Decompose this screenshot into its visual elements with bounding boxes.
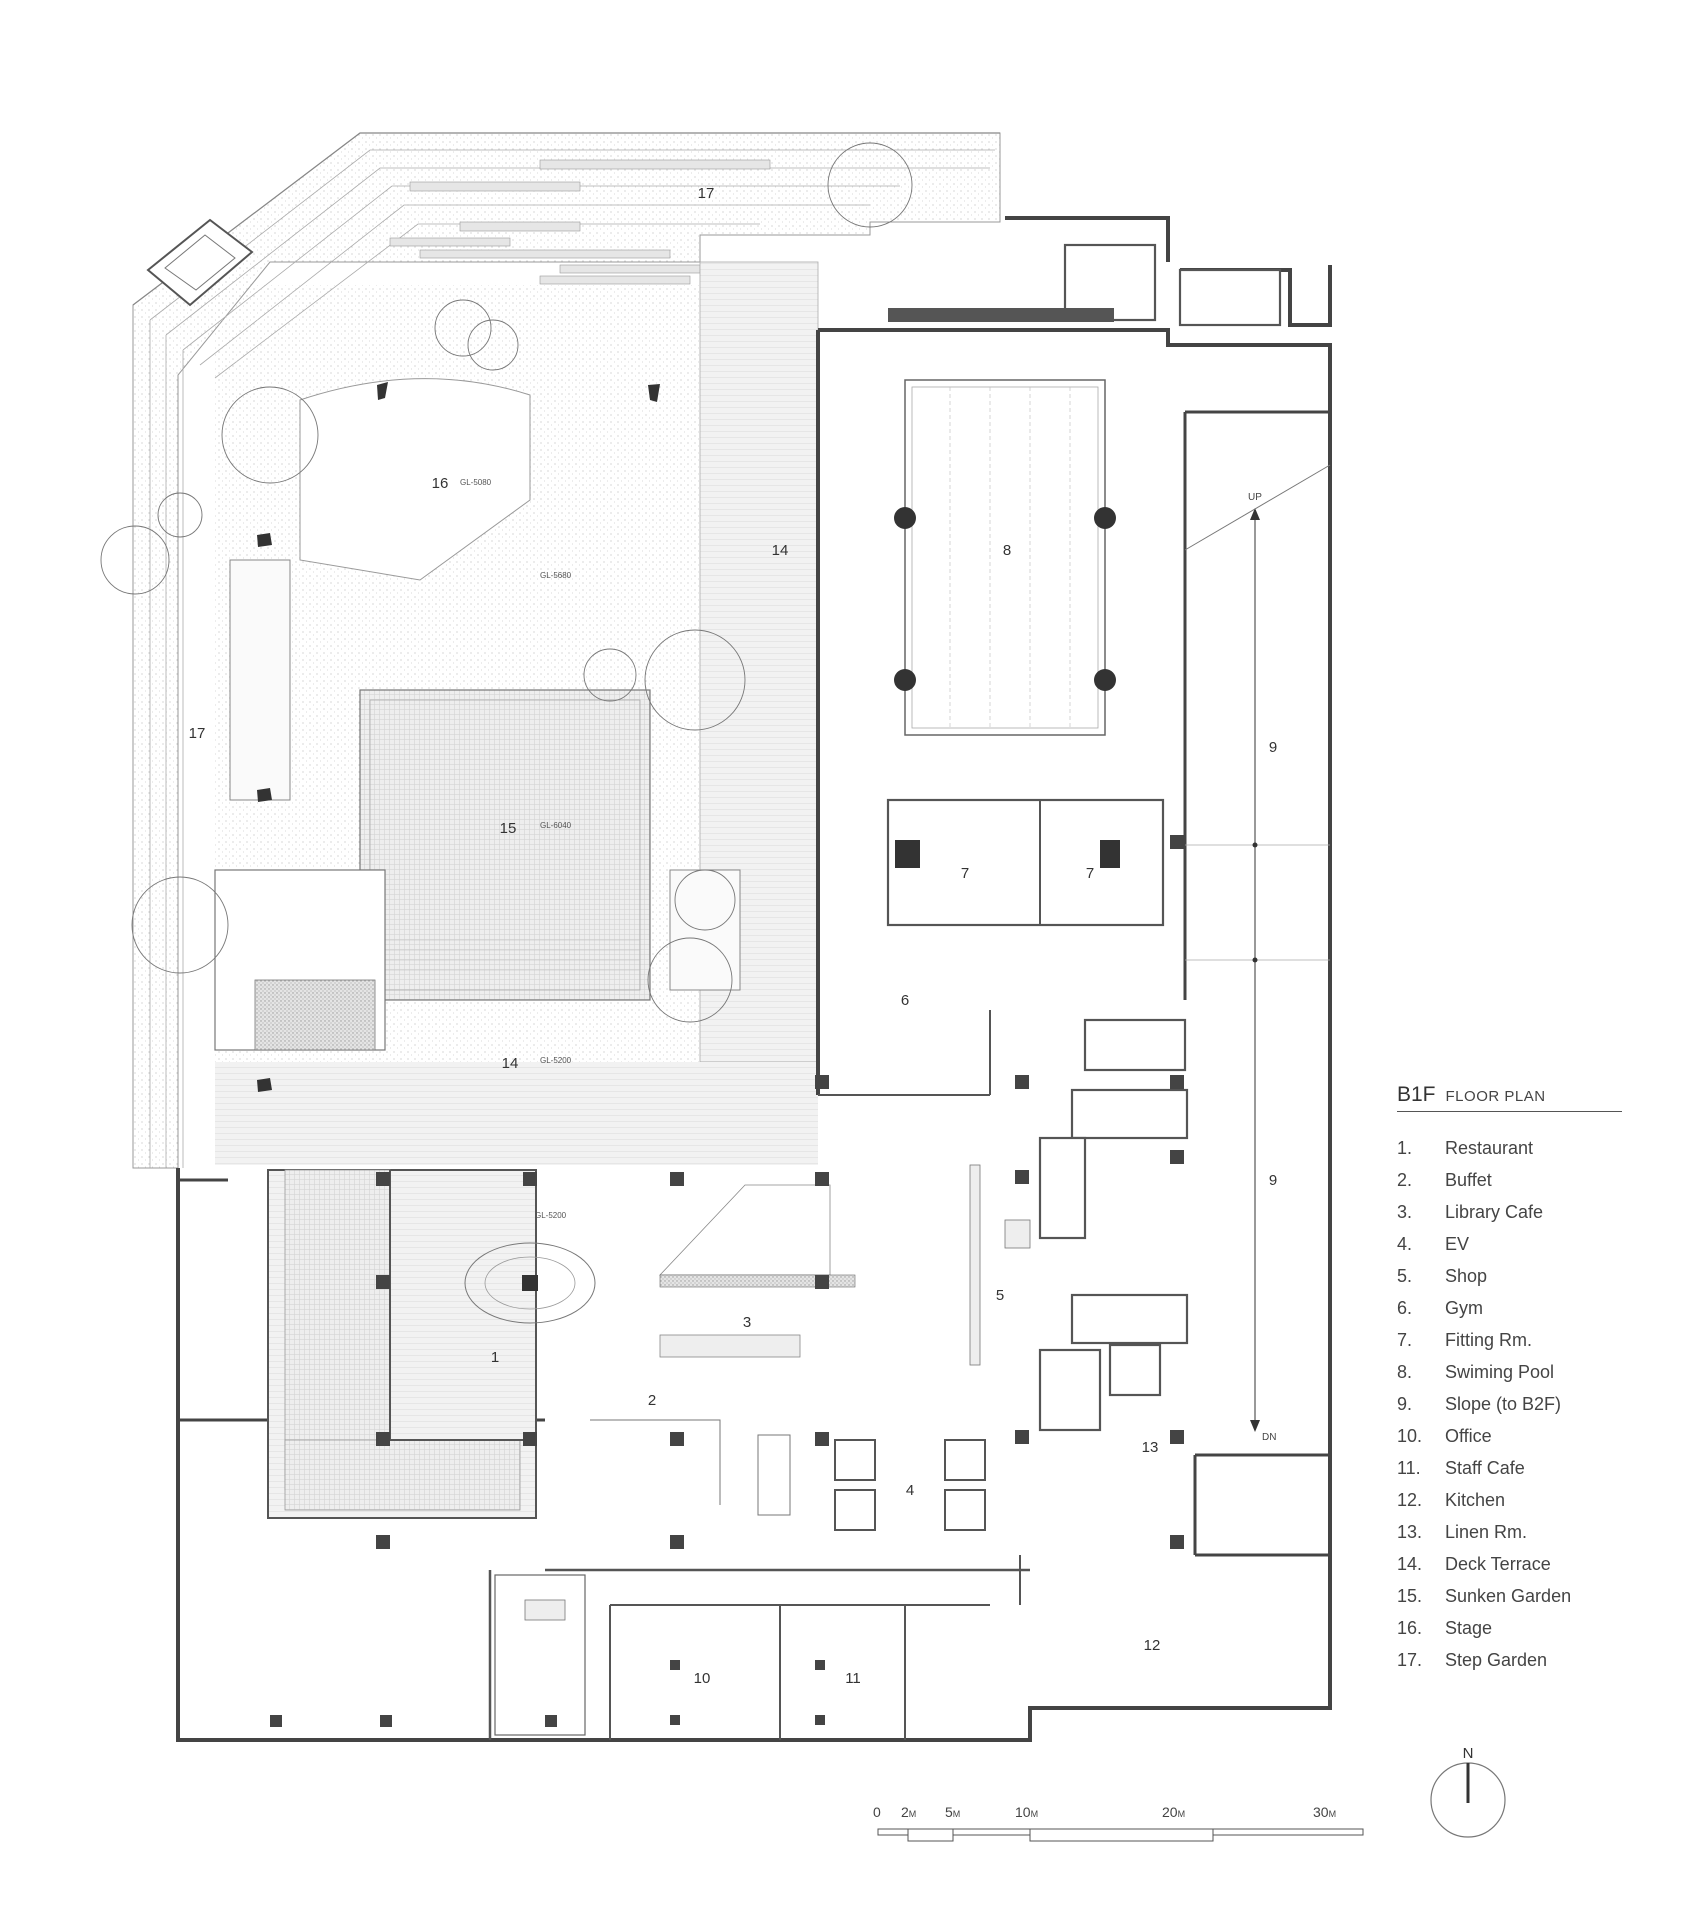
- room-label-12: 12: [1144, 1637, 1161, 1654]
- legend-number: 10.: [1397, 1425, 1423, 1446]
- interior: 1 2 3 4 5 6 7 7 8 9 9 10 11 12 13 GL-520…: [267, 243, 1282, 1740]
- legend-number: 13.: [1397, 1521, 1423, 1542]
- legend-item: 17. Step Garden: [1397, 1644, 1627, 1676]
- legend-item: 9. Slope (to B2F): [1397, 1388, 1627, 1420]
- legend-name: EV: [1445, 1233, 1470, 1254]
- legend-item: 1. Restaurant: [1397, 1132, 1627, 1164]
- legend-name: Gym: [1445, 1297, 1483, 1318]
- legend-number: 6.: [1397, 1297, 1413, 1318]
- room-label-14b: 14: [502, 1055, 519, 1072]
- legend-item: 4. EV: [1397, 1228, 1627, 1260]
- level-mark-deck: GL-5200: [540, 1056, 572, 1065]
- legend-item: 6. Gym: [1397, 1292, 1627, 1324]
- legend-name: Kitchen: [1445, 1489, 1506, 1510]
- room-label-15: 15: [500, 820, 517, 837]
- legend-item: 16. Stage: [1397, 1612, 1627, 1644]
- room-label-7a: 7: [961, 865, 969, 882]
- garden-area: GL-5080 GL-5680 GL-6040 GL-5200 16 15 14…: [100, 142, 913, 1165]
- legend-item: 13. Linen Rm.: [1397, 1516, 1627, 1548]
- room-label-1: 1: [491, 1349, 499, 1366]
- slope-ramp: UP DN: [1184, 464, 1331, 1443]
- legend-name: Restaurant: [1445, 1137, 1534, 1158]
- legend-number: 9.: [1397, 1393, 1413, 1414]
- legend: B1F FLOOR PLAN 1. Restaurant 2. Buffet 3. Lib…: [1397, 1083, 1627, 1676]
- legend-number: 12.: [1397, 1489, 1423, 1510]
- legend-name: Library Cafe: [1445, 1201, 1544, 1222]
- legend-item: 8. Swiming Pool: [1397, 1356, 1627, 1388]
- scale-30: 30M: [1313, 1804, 1336, 1820]
- legend-number: 15.: [1397, 1585, 1423, 1606]
- level-mark-sunken: GL-6040: [540, 821, 572, 830]
- legend-name: Step Garden: [1445, 1649, 1548, 1670]
- legend-name: Staff Cafe: [1445, 1457, 1525, 1478]
- legend-item: 14. Deck Terrace: [1397, 1548, 1627, 1580]
- legend-item: 3. Library Cafe: [1397, 1196, 1627, 1228]
- legend-number: 8.: [1397, 1361, 1413, 1382]
- legend-number: 1.: [1397, 1137, 1413, 1158]
- room-label-9b: 9: [1269, 1172, 1277, 1189]
- legend-name: Buffet: [1445, 1169, 1492, 1190]
- slope-dn-label: DN: [1262, 1432, 1276, 1443]
- room-label-14a: 14: [772, 542, 789, 559]
- scale-20: 20M: [1162, 1804, 1185, 1820]
- scale-10: 10M: [1015, 1804, 1038, 1820]
- legend-number: 3.: [1397, 1201, 1413, 1222]
- legend-number: 7.: [1397, 1329, 1413, 1350]
- level-mark-restaurant: GL-5200: [535, 1211, 567, 1220]
- room-label-4: 4: [906, 1482, 914, 1499]
- legend-number: 11.: [1397, 1457, 1421, 1478]
- legend-number: 2.: [1397, 1169, 1413, 1190]
- legend-number: 5.: [1397, 1265, 1413, 1286]
- legend-number: 4.: [1397, 1233, 1413, 1254]
- legend-title: B1F FLOOR PLAN: [1397, 1083, 1622, 1112]
- north-label: N: [1462, 1745, 1474, 1762]
- room-label-16: 16: [432, 475, 449, 492]
- legend-name: Fitting Rm.: [1445, 1329, 1533, 1350]
- legend-name: Slope (to B2F): [1445, 1393, 1562, 1414]
- legend-item: 2. Buffet: [1397, 1164, 1627, 1196]
- room-label-8: 8: [1003, 542, 1011, 559]
- legend-number: 17.: [1397, 1649, 1423, 1670]
- legend-list: 1. Restaurant 2. Buffet 3. Library Cafe 4. EV 5.…: [1397, 1132, 1627, 1676]
- room-label-7b: 7: [1086, 865, 1094, 882]
- legend-number: 14.: [1397, 1553, 1423, 1574]
- legend-item: 10. Office: [1397, 1420, 1627, 1452]
- legend-item: 7. Fitting Rm.: [1397, 1324, 1627, 1356]
- legend-item: 15. Sunken Garden: [1397, 1580, 1627, 1612]
- scale-0: 0: [873, 1804, 881, 1820]
- room-label-10: 10: [694, 1670, 711, 1687]
- room-label-2: 2: [648, 1392, 656, 1409]
- room-label-9a: 9: [1269, 739, 1277, 756]
- room-label-3: 3: [743, 1314, 751, 1331]
- north-label-box: N: [1428, 1745, 1508, 1845]
- room-label-13: 13: [1142, 1439, 1159, 1456]
- level-mark-garden: GL-5680: [540, 571, 572, 580]
- slope-up-label: UP: [1248, 492, 1262, 503]
- scale-2: 2M: [901, 1804, 916, 1820]
- room-label-17b: 17: [189, 725, 206, 742]
- legend-name: Swiming Pool: [1445, 1361, 1555, 1382]
- legend-name: Stage: [1445, 1617, 1493, 1638]
- room-label-17a: 17: [698, 185, 715, 202]
- legend-item: 12. Kitchen: [1397, 1484, 1627, 1516]
- room-label-11: 11: [845, 1670, 861, 1687]
- scale-5: 5M: [945, 1804, 960, 1820]
- legend-item: 5. Shop: [1397, 1260, 1627, 1292]
- legend-name: Shop: [1445, 1265, 1488, 1286]
- legend-number: 16.: [1397, 1617, 1423, 1638]
- legend-name: Office: [1445, 1425, 1492, 1446]
- legend-item: 11. Staff Cafe: [1397, 1452, 1627, 1484]
- legend-name: Deck Terrace: [1445, 1553, 1551, 1574]
- north-arrow-icon: [1430, 1762, 1506, 1838]
- plan-title: B1F: [1397, 1083, 1436, 1106]
- legend-name: Sunken Garden: [1445, 1585, 1572, 1606]
- level-mark-stage: GL-5080: [460, 478, 492, 487]
- legend-name: Linen Rm.: [1445, 1521, 1528, 1542]
- room-label-5: 5: [996, 1287, 1004, 1304]
- scale-bar: 0 2M 5M 10M 20M 30M: [873, 1804, 1364, 1842]
- building-walls: [176, 216, 1332, 1742]
- plan-subtitle: FLOOR PLAN: [1445, 1088, 1546, 1105]
- room-label-6: 6: [901, 992, 909, 1009]
